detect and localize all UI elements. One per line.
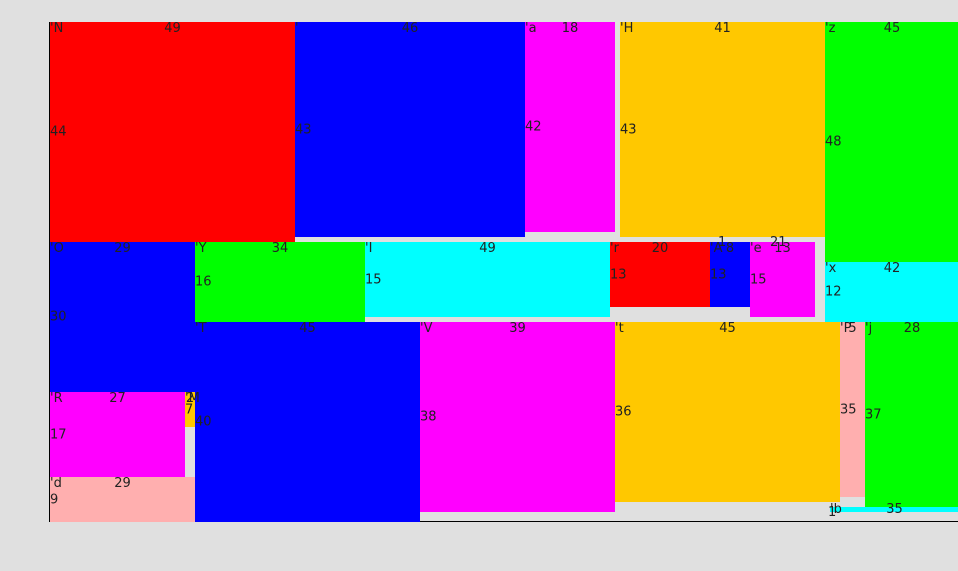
treemap-cell-o: 'O 29 30 xyxy=(50,242,195,392)
tiny-value-label: 1 xyxy=(718,235,727,250)
cell-name-label: 'O xyxy=(50,241,64,256)
cell-name-label: 'A xyxy=(710,241,723,256)
cell-name-label: 'e xyxy=(750,241,762,256)
treemap-cell-r: 'r 20 13 xyxy=(610,242,710,307)
cell-height-label: 35 xyxy=(840,402,857,417)
cell-name-label: ' xyxy=(295,21,299,36)
cell-width-label: 41 xyxy=(714,21,731,36)
cell-height-label: 13 xyxy=(610,267,627,282)
cell-name-label: 'R xyxy=(50,391,63,406)
treemap-cell-t: 'T 45 40 xyxy=(195,322,420,522)
cell-width-label: 45 xyxy=(719,321,736,336)
treemap-cell-a: 'a 18 42 xyxy=(525,22,615,232)
cell-height-label: 7 xyxy=(185,402,194,417)
cell-height-label: 43 xyxy=(620,122,637,137)
cell-width-label: 28 xyxy=(903,321,921,336)
cell-name-label: 'H xyxy=(620,21,634,36)
treemap-cell-z: 'z 45 48 xyxy=(825,22,958,262)
cell-height-label: 9 xyxy=(50,492,59,507)
cell-height-label: 15 xyxy=(365,272,382,287)
cell-height-label: 48 xyxy=(825,134,842,150)
cell-width-label: 5 xyxy=(848,321,857,336)
cell-width-label: 45 xyxy=(299,321,316,336)
cell-name-label: 't xyxy=(615,321,624,336)
cell-name-label: 'V xyxy=(420,321,433,336)
cell-width-label: 49 xyxy=(164,21,181,36)
cell-width-label: 27 xyxy=(109,391,126,406)
cell-height-label: 36 xyxy=(615,404,632,420)
treemap-cell-d: 'd 29 9 xyxy=(50,477,195,522)
cell-name-label: 'a xyxy=(525,21,537,36)
cell-height-label: 38 xyxy=(420,409,437,425)
treemap-cell-x: 'x 42 12 xyxy=(825,262,958,322)
cell-name-label: 'Y xyxy=(195,241,207,256)
cell-name-label: 'I xyxy=(365,241,373,256)
cell-width-label: 42 xyxy=(883,261,901,276)
cell-width-label: 34 xyxy=(271,241,289,256)
treemap-cell-e: 'e 13 15 xyxy=(750,242,815,317)
cell-height-label: 37 xyxy=(865,407,882,422)
cell-name-label: 'j xyxy=(865,321,873,336)
cell-width-label: 29 xyxy=(114,241,131,256)
cell-name-label: 'z xyxy=(825,21,836,36)
tiny-value-label: 21 xyxy=(770,235,787,250)
cell-height-label: 12 xyxy=(825,284,842,300)
cell-name-label: 'b xyxy=(830,502,842,517)
cell-height-label: 15 xyxy=(750,272,767,287)
cell-name-label: 'P xyxy=(840,321,852,336)
treemap-cell-y: 'Y 34 16 xyxy=(195,242,365,322)
treemap-cell-j: 'j 28 37 xyxy=(865,322,958,507)
cell-height-label: 42 xyxy=(525,119,542,135)
treemap-cell-h: 'H 41 43 xyxy=(620,22,825,237)
treemap-cell-t: 't 45 36 xyxy=(615,322,840,502)
cell-height-label: 13 xyxy=(710,267,727,282)
tiny-value-label: 1 xyxy=(828,505,837,520)
cell-width-label: 49 xyxy=(479,241,496,256)
treemap-cell-v: 'V 39 38 xyxy=(420,322,615,512)
treemap-cell-t1: ' 46 43 xyxy=(295,22,525,237)
cell-width-label: 29 xyxy=(114,476,131,491)
cell-height-label: 43 xyxy=(295,122,312,137)
cell-name-label: 'x xyxy=(825,261,837,276)
cell-width-label: 18 xyxy=(561,21,579,36)
cell-name-label: 'r xyxy=(610,241,619,256)
cell-width-label: 35 xyxy=(886,502,903,517)
cell-height-label: 17 xyxy=(50,427,67,442)
cell-width-label: 13 xyxy=(774,241,791,256)
cell-name-label: 'N xyxy=(50,21,64,36)
cell-height-label: 16 xyxy=(195,274,212,290)
cell-width-label: 20 xyxy=(651,241,669,256)
cell-width-label: 2 xyxy=(185,391,195,406)
treemap-cell-r: 'R 27 17 xyxy=(50,392,185,477)
cell-width-label: 46 xyxy=(401,21,419,36)
treemap-cell-n: 'N 49 44 xyxy=(50,22,295,242)
cell-width-label: 8 xyxy=(725,241,735,256)
cell-name-label: 'M xyxy=(185,391,200,406)
cell-height-label: 44 xyxy=(50,124,67,140)
cell-width-label: 45 xyxy=(883,21,901,36)
cell-height-label: 40 xyxy=(195,414,212,430)
treemap-cell-i: 'I 49 15 xyxy=(365,242,610,317)
cell-width-label: 39 xyxy=(509,321,526,336)
cell-name-label: 'd xyxy=(50,476,62,491)
cell-name-label: 'T xyxy=(195,321,207,336)
cell-height-label: 30 xyxy=(50,309,67,325)
